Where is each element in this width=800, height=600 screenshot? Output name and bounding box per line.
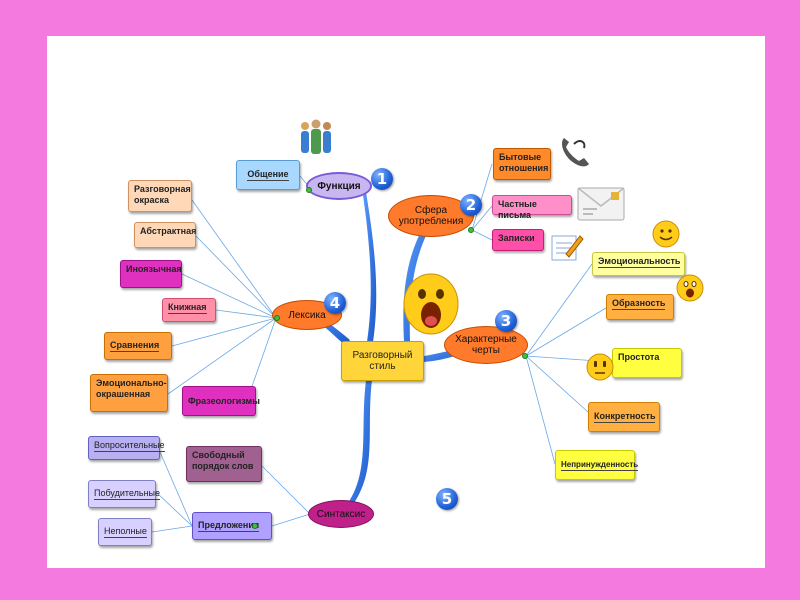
node-predlozheniya[interactable]: Предложения bbox=[192, 512, 272, 540]
smiley-icon bbox=[586, 353, 614, 381]
node-obraznost-label: Образность bbox=[612, 298, 666, 310]
branch-sfera[interactable]: Сфера употребления bbox=[388, 195, 474, 237]
node-obraznost[interactable]: Образность bbox=[606, 294, 674, 320]
center-label: Разговорный стиль bbox=[352, 350, 413, 372]
node-prostota[interactable]: Простота bbox=[612, 348, 682, 378]
node-zapiski-label: Записки bbox=[498, 233, 535, 243]
smiley-icon bbox=[676, 274, 704, 302]
connector-dot bbox=[252, 523, 258, 529]
node-pobuditelnye-label: Побудительные bbox=[94, 488, 161, 500]
node-neprinuzhdennost-label: Непринужденность bbox=[561, 460, 639, 471]
node-pobuditelnye[interactable]: Побудительные bbox=[88, 480, 161, 508]
node-bytovye-label: Бытовые отношения bbox=[499, 152, 549, 173]
number-2-badge: 2 bbox=[460, 194, 482, 216]
branch-cherty-label: Характерные черты bbox=[455, 334, 517, 356]
node-bytovye[interactable]: Бытовые отношения bbox=[493, 148, 551, 180]
node-emotsionalno-okrashennaya-label: Эмоционально-окрашенная bbox=[96, 378, 167, 399]
node-konkretnost[interactable]: Конкретность bbox=[588, 402, 660, 432]
branch-funkciya[interactable]: Функция bbox=[306, 172, 372, 200]
node-voprositelnye-label: Вопросительные bbox=[94, 440, 165, 452]
node-abstraktnaya-label: Абстрактная bbox=[140, 226, 197, 236]
node-inoyazychnaya[interactable]: Иноязычная bbox=[120, 260, 182, 288]
node-voprositelnye[interactable]: Вопросительные bbox=[88, 436, 165, 460]
node-frazeologizmy-label: Фразеологизмы bbox=[188, 395, 260, 406]
node-nepolnye[interactable]: Неполные bbox=[98, 518, 152, 546]
node-abstraktnaya[interactable]: Абстрактная bbox=[134, 222, 196, 248]
node-obshchenie-label: Общение bbox=[247, 169, 289, 181]
number-5-badge: 5 bbox=[436, 488, 458, 510]
node-neprinuzhdennost[interactable]: Непринужденность bbox=[555, 450, 639, 480]
number-3-badge: 3 bbox=[495, 310, 517, 332]
telephone-icon bbox=[562, 138, 589, 167]
notepad-icon bbox=[551, 235, 584, 261]
branch-sintaksis-label: Синтаксис bbox=[316, 508, 366, 520]
branch-cherty[interactable]: Характерные черты bbox=[444, 326, 528, 364]
node-chastnye-pisma[interactable]: Частные письма bbox=[492, 195, 572, 220]
node-sravneniya[interactable]: Сравнения bbox=[104, 332, 172, 360]
number-1-badge: 1 bbox=[371, 168, 393, 190]
branch-funkciya-label: Функция bbox=[317, 180, 361, 192]
branch-sintaksis[interactable]: Синтаксис bbox=[308, 500, 374, 528]
branch-leksika-label: Лексика bbox=[288, 309, 326, 321]
node-konkretnost-label: Конкретность bbox=[594, 411, 656, 423]
smiley-icon bbox=[403, 273, 459, 335]
node-emotsionalnost-label: Эмоциональность bbox=[598, 256, 681, 268]
node-prostota-label: Простота bbox=[618, 352, 660, 362]
node-obshchenie[interactable]: Общение bbox=[236, 160, 300, 190]
node-chastnye-pisma-label: Частные письма bbox=[498, 199, 537, 220]
node-inoyazychnaya-label: Иноязычная bbox=[126, 264, 182, 274]
node-frazeologizmy[interactable]: Фразеологизмы bbox=[182, 386, 260, 416]
node-razgovornaya-okraska-label: Разговорная окраска bbox=[134, 184, 191, 205]
number-4-badge: 4 bbox=[324, 292, 346, 314]
node-knizhnaya-label: Книжная bbox=[168, 302, 207, 314]
node-svobodny-poryadok[interactable]: Свободный порядок слов bbox=[186, 446, 262, 482]
connector-dot bbox=[522, 353, 528, 359]
envelope-icon bbox=[577, 187, 625, 221]
node-emotsionalnost[interactable]: Эмоциональность bbox=[592, 252, 685, 276]
connector-dot bbox=[306, 187, 312, 193]
node-nepolnye-label: Неполные bbox=[104, 526, 147, 538]
node-zapiski[interactable]: Записки bbox=[492, 229, 544, 251]
node-svobodny-poryadok-label: Свободный порядок слов bbox=[192, 450, 254, 471]
people-icon bbox=[301, 119, 331, 154]
connector-dot bbox=[468, 227, 474, 233]
branch-sfera-label: Сфера употребления bbox=[398, 205, 464, 227]
connector-dot bbox=[274, 315, 280, 321]
node-emotsionalno-okrashennaya[interactable]: Эмоционально-окрашенная bbox=[90, 374, 168, 412]
node-razgovornaya-okraska[interactable]: Разговорная окраска bbox=[128, 180, 192, 212]
node-knizhnaya[interactable]: Книжная bbox=[162, 298, 216, 322]
smiley-icon bbox=[652, 220, 680, 248]
node-sravneniya-label: Сравнения bbox=[110, 340, 160, 352]
center-node[interactable]: Разговорный стиль bbox=[341, 341, 424, 381]
node-predlozheniya-label: Предложения bbox=[198, 520, 260, 532]
